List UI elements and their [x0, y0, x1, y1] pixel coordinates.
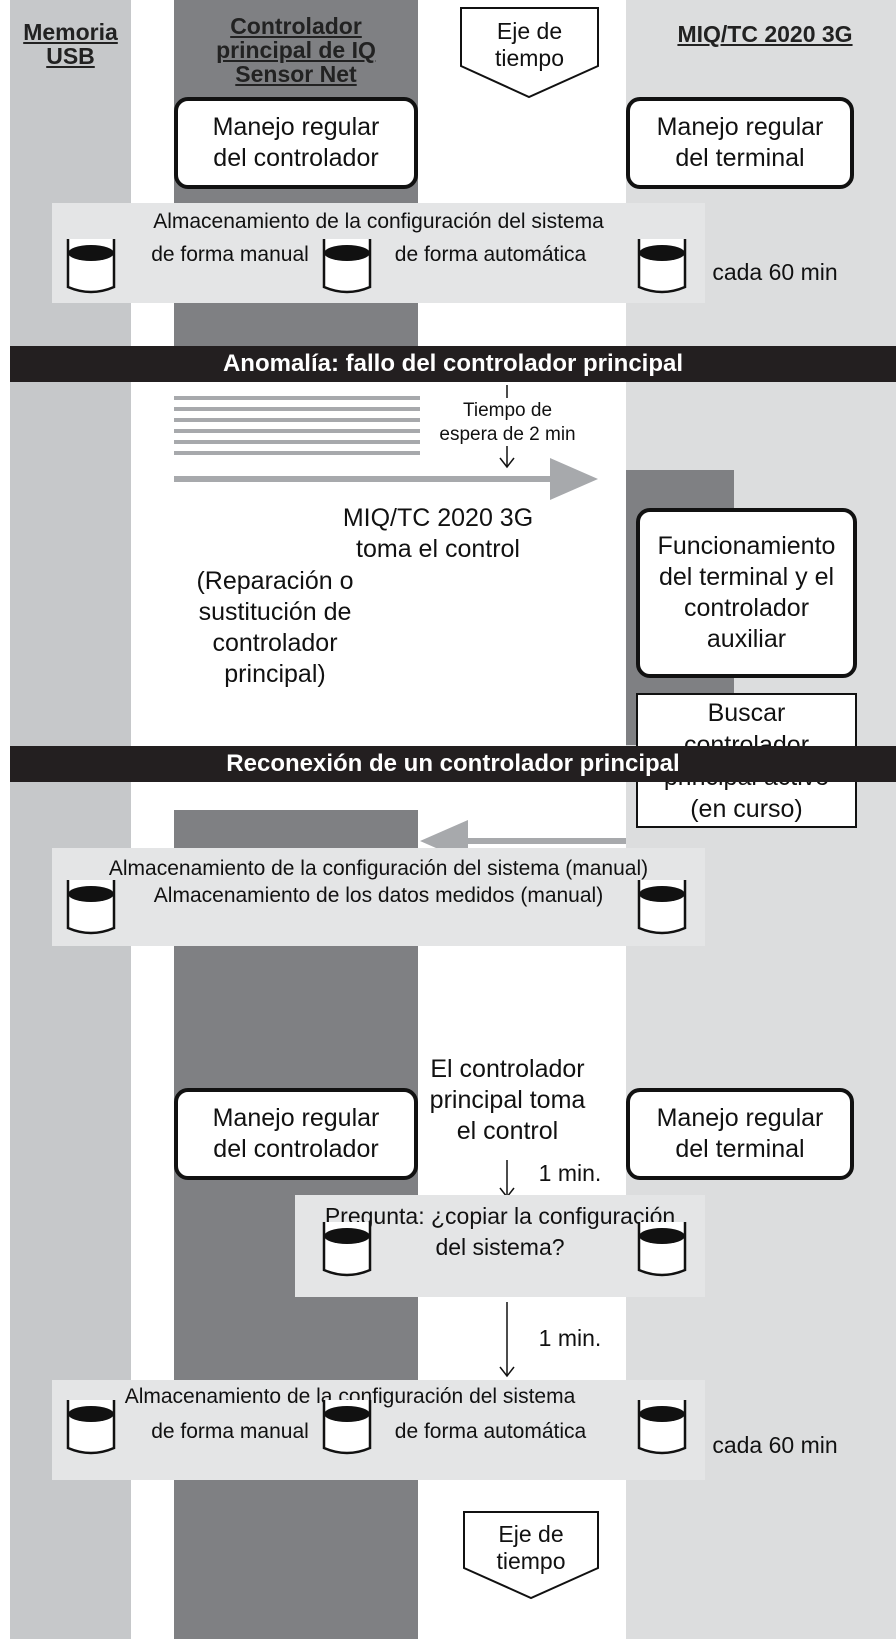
storage-normal-manual: de forma manual	[151, 243, 309, 266]
wait-time-line1: Tiempo de	[462, 400, 553, 421]
usb-lane-header: Memoria USB	[10, 20, 131, 68]
controller-header-line2: principal de IQ	[216, 37, 376, 63]
controller-storage-icon	[322, 237, 372, 295]
controller-regular-line1: Manejo regular	[212, 113, 380, 141]
repair-line1: (Reparación o	[196, 567, 354, 595]
repair-line2: sustitución de	[198, 598, 352, 626]
terminal-aux-box: Funcionamiento del terminal y el control…	[636, 508, 857, 678]
question-line1: Pregunta: ¿copiar la configuración	[324, 1203, 676, 1229]
usb-lane-mid	[10, 380, 131, 745]
terminal-takeover-label: MIQ/TC 2020 3G toma el control	[318, 503, 558, 565]
terminal-storage-icon	[637, 1220, 687, 1278]
storage-reconnect-interval: cada 60 min	[712, 1432, 838, 1458]
controller-regular-line2: del controlador	[213, 144, 379, 172]
controller-storage-icon	[322, 1398, 372, 1456]
controller-regular2-line1: Manejo regular	[212, 1104, 380, 1132]
wait-time-label: Tiempo de espera de 2 min	[430, 399, 585, 447]
controller-header-line3: Sensor Net	[235, 61, 357, 87]
terminal-storage-icon	[637, 237, 687, 295]
storage-panel-reconnect	[52, 1380, 705, 1480]
controller-regular-box-2: Manejo regular del controlador	[174, 1088, 418, 1180]
terminal-regular2-line2: del terminal	[675, 1135, 805, 1163]
question-line2: del sistema?	[435, 1234, 565, 1260]
controller-takeover-line3: el control	[456, 1117, 559, 1145]
delay-label-1: 1 min.	[538, 1160, 602, 1186]
terminal-takeover-line1: MIQ/TC 2020 3G	[342, 504, 534, 532]
terminal-storage-icon	[637, 1398, 687, 1456]
usb-storage-icon	[66, 878, 116, 936]
storage-normal-title: Almacenamiento de la configuración del s…	[153, 210, 604, 233]
time-axis-top-line2: tiempo	[494, 45, 565, 71]
controller-lane-header: Controlador principal de IQ Sensor Net	[174, 14, 418, 86]
controller-takeover-line2: principal toma	[429, 1086, 586, 1114]
terminal-header-line1: MIQ/TC 2020 3G	[677, 21, 853, 47]
repair-line4: principal)	[224, 660, 326, 688]
storage-panel-failure	[52, 848, 705, 946]
storage-normal-automatic: de forma automática	[394, 243, 587, 266]
terminal-regular-line1: Manejo regular	[656, 113, 824, 141]
time-axis-bottom: Eje de tiempo	[464, 1521, 598, 1575]
time-axis-bottom-line2: tiempo	[496, 1548, 566, 1574]
reconnect-banner: Reconexión de un controlador principal	[10, 746, 896, 782]
time-axis-bottom-line1: Eje de	[498, 1521, 564, 1547]
time-axis-top-shape	[460, 7, 599, 99]
usb-header-line1: Memoria USB	[23, 19, 118, 69]
terminal-regular-box: Manejo regular del terminal	[626, 97, 854, 189]
controller-regular2-line2: del controlador	[213, 1135, 379, 1163]
controller-storage-icon	[322, 1220, 372, 1278]
terminal-aux-line1: Funcionamiento	[657, 532, 836, 560]
search-line1: Buscar	[707, 698, 786, 727]
storage-failure-data: Almacenamiento de los datos medidos (man…	[153, 884, 604, 907]
controller-takeover-label: El controlador principal toma el control	[405, 1054, 610, 1147]
storage-reconnect-title: Almacenamiento de la configuración del s…	[124, 1385, 576, 1408]
storage-reconnect-automatic: de forma automática	[394, 1420, 587, 1443]
storage-reconnect-manual: de forma manual	[151, 1420, 309, 1443]
terminal-aux-line4: auxiliar	[706, 625, 787, 653]
storage-panel-normal	[52, 203, 705, 303]
usb-storage-icon	[66, 1398, 116, 1456]
failure-banner: Anomalía: fallo del controlador principa…	[10, 346, 896, 382]
delay-label-2: 1 min.	[538, 1325, 602, 1351]
wait-time-line2: espera de 2 min	[439, 424, 576, 445]
terminal-regular-box-2: Manejo regular del terminal	[626, 1088, 854, 1180]
terminal-regular2-line1: Manejo regular	[656, 1104, 824, 1132]
controller-regular-box: Manejo regular del controlador	[174, 97, 418, 189]
terminal-storage-icon	[637, 878, 687, 936]
terminal-aux-line3: controlador	[683, 594, 810, 622]
terminal-takeover-line2: toma el control	[356, 535, 520, 563]
time-axis-bottom-shape	[463, 1511, 599, 1600]
storage-normal-interval: cada 60 min	[712, 259, 838, 285]
repair-line3: controlador	[212, 629, 338, 657]
time-axis-top-line1: Eje de	[496, 18, 563, 44]
time-axis-top: Eje de tiempo	[461, 18, 598, 72]
search-line4: (en curso)	[690, 794, 803, 823]
storage-failure-config: Almacenamiento de la configuración del s…	[108, 857, 649, 880]
controller-header-line1: Controlador	[230, 13, 362, 39]
usb-storage-icon	[66, 237, 116, 295]
controller-takeover-line1: El controlador	[430, 1055, 585, 1083]
repair-note: (Reparación o sustitución de controlador…	[160, 566, 390, 690]
terminal-aux-line2: del terminal y el	[658, 563, 835, 591]
terminal-regular-line2: del terminal	[675, 144, 805, 172]
terminal-lane-header: MIQ/TC 2020 3G	[640, 22, 890, 46]
